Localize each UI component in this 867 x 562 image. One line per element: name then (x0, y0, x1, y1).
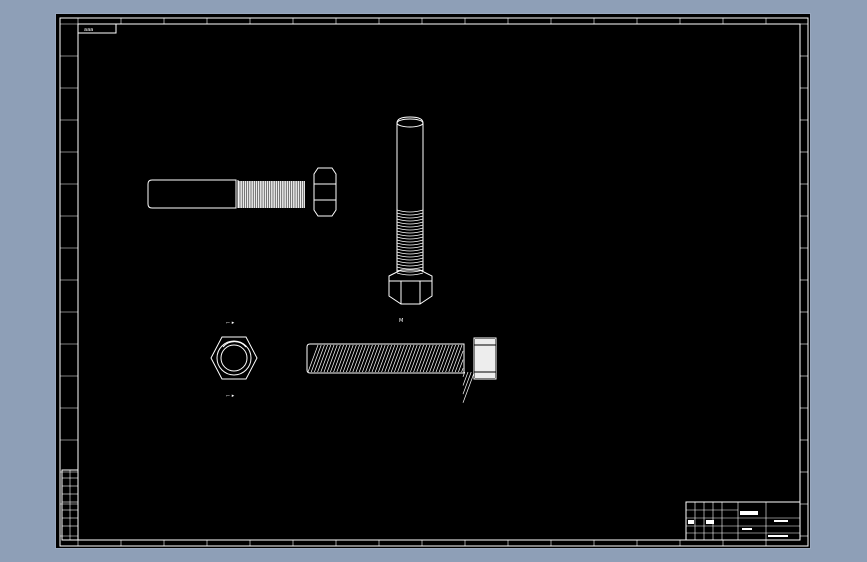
drawing-line (397, 344, 408, 373)
thread-arc (396, 236, 424, 240)
thread-arc (396, 263, 424, 267)
drawing-line (320, 344, 332, 373)
drawing-sheet[interactable]: aaa (55, 13, 811, 549)
drawing-line (333, 344, 344, 373)
bolt-isometric-view[interactable]: M (388, 116, 433, 324)
stud-section-view[interactable] (306, 343, 475, 403)
drawing-line (429, 344, 440, 373)
drawing-number-box: aaa (77, 23, 117, 34)
drawing-line (310, 344, 322, 373)
drawing-line (339, 344, 351, 373)
drawing-line (349, 344, 360, 373)
drawing-area[interactable]: aaa (56, 14, 812, 550)
thread-arc (396, 251, 424, 255)
drawing-line (326, 344, 338, 373)
drawing-line (394, 344, 405, 373)
drawing-line (419, 344, 431, 373)
sheet-outer-border (59, 17, 809, 547)
thread-arc (396, 254, 424, 258)
drawing-line (435, 344, 447, 373)
drawing-line (323, 344, 335, 373)
drawing-line (442, 344, 453, 373)
drawing-line (403, 344, 415, 373)
drawing-line (330, 344, 341, 373)
section-hatch (307, 344, 475, 403)
nut-front-view[interactable]: ⌐ ▸ ⌐ ▸ (210, 320, 258, 399)
thread-arc (396, 209, 424, 213)
nut-side-view[interactable] (313, 167, 337, 217)
drawing-line (307, 344, 319, 373)
drawing-line (387, 344, 399, 373)
drawing-line (371, 344, 383, 373)
thread-lines-vertical (396, 209, 424, 276)
drawing-line (462, 371, 472, 395)
drawing-line (378, 344, 389, 373)
drawing-line (448, 344, 460, 373)
drawing-line (384, 344, 396, 373)
drawing-line (438, 344, 450, 373)
section-callout-top: ⌐ ▸ (226, 320, 235, 326)
drawing-line (462, 371, 469, 386)
bolt-hex-head (388, 269, 433, 305)
thread-arc (396, 218, 424, 222)
drawing-line (390, 344, 402, 373)
drawing-line (426, 344, 437, 373)
drawing-line (365, 344, 376, 373)
drawing-line (400, 344, 412, 373)
drawing-line (342, 344, 354, 373)
thread-hatch (238, 181, 305, 208)
thread-arc (396, 212, 424, 216)
sheet-inner-frame (77, 23, 801, 541)
thread-arc (396, 257, 424, 261)
bolt-side-view[interactable] (147, 179, 305, 209)
drawing-line (317, 344, 328, 373)
drawing-line (451, 344, 463, 373)
thread-arc (396, 272, 424, 276)
drawing-line (346, 344, 357, 373)
drawing-line (458, 359, 464, 373)
drawing-line (432, 344, 444, 373)
drawing-line (368, 344, 380, 373)
thread-arc (396, 215, 424, 219)
thread-arc (396, 248, 424, 252)
thread-arc (396, 266, 424, 270)
drawing-line (352, 344, 364, 373)
drawing-line (461, 368, 464, 373)
revision-table (61, 469, 79, 541)
thread-arc (396, 230, 424, 234)
thread-arc (396, 227, 424, 231)
section-callout-bottom: ⌐ ▸ (226, 393, 235, 399)
thread-arc (396, 221, 424, 225)
drawing-line (314, 344, 325, 373)
drawing-line (336, 344, 348, 373)
drawing-line (374, 344, 386, 373)
thread-arc (396, 245, 424, 249)
drawing-line (358, 344, 370, 373)
drawing-line (406, 344, 418, 373)
drawing-line (413, 344, 424, 373)
drawing-line (462, 371, 475, 403)
thread-arc (396, 242, 424, 246)
drawing-line (410, 344, 421, 373)
drawing-line (362, 344, 373, 373)
thread-note: M (399, 318, 403, 324)
drawing-line (381, 344, 392, 373)
drawing-line (416, 344, 428, 373)
drawing-line (445, 344, 456, 373)
drawing-number-text: aaa (84, 27, 93, 33)
zone-ticks (60, 18, 808, 546)
title-block[interactable] (685, 501, 801, 541)
thread-arc (396, 233, 424, 237)
thread-lines (239, 181, 305, 208)
drawing-line (462, 371, 466, 377)
nut-section-view[interactable] (473, 337, 497, 380)
drawing-line (422, 344, 434, 373)
thread-arc (396, 239, 424, 243)
drawing-line (454, 350, 464, 373)
thread-arc (396, 260, 424, 264)
drawing-line (355, 344, 367, 373)
thread-arc (396, 224, 424, 228)
